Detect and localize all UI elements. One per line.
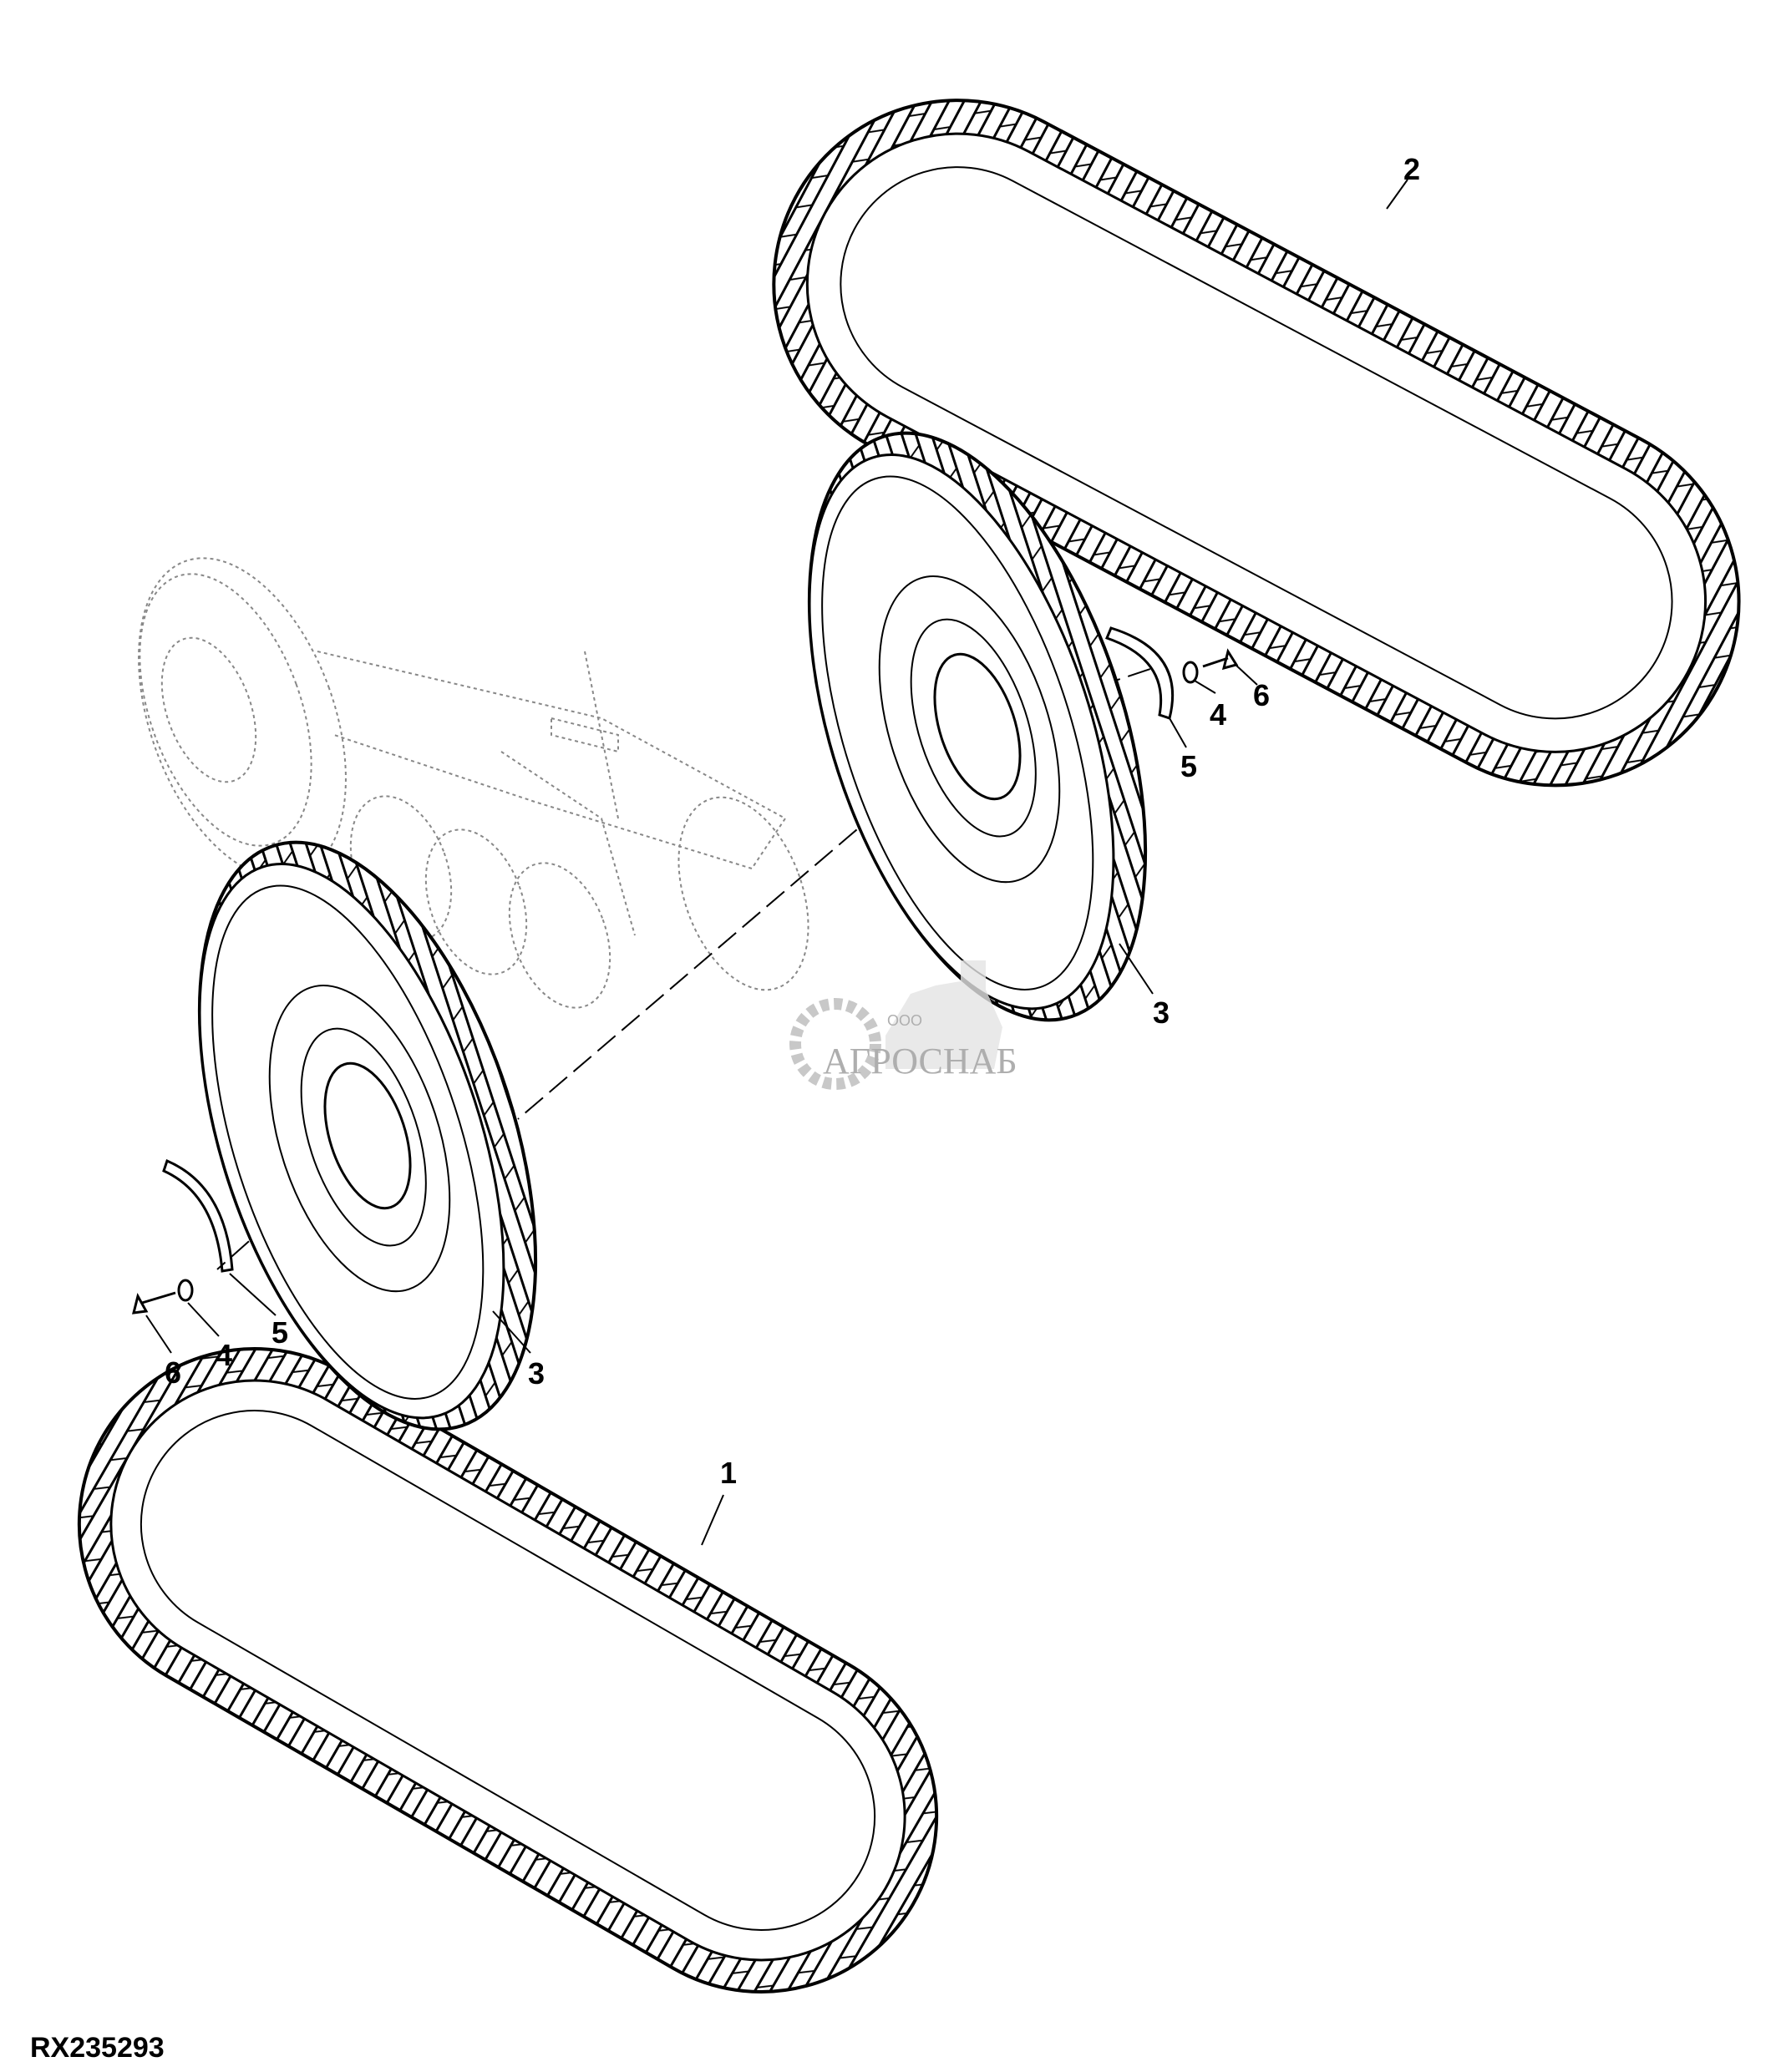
retainer-plate-left <box>162 1158 234 1273</box>
callout-4: 4 <box>1210 697 1226 732</box>
washer-right <box>1182 661 1199 684</box>
rubber-track-left <box>77 1347 939 1993</box>
leader-lines <box>145 179 1408 1546</box>
callout-4: 4 <box>216 1338 232 1372</box>
retainer-plate-right <box>1105 626 1175 720</box>
callout-3: 3 <box>1153 995 1170 1030</box>
watermark-logo: ООО АГРОСНАБ <box>789 960 1017 1090</box>
rubber-track-right <box>772 99 1741 788</box>
callout-5: 5 <box>1180 749 1197 783</box>
watermark-name: АГРОСНАБ <box>823 1041 1017 1082</box>
idler-wheel-left <box>197 840 538 1431</box>
idler-wheel-right <box>807 431 1148 1022</box>
callout-2: 2 <box>1403 152 1420 186</box>
callout-6: 6 <box>165 1355 181 1390</box>
bolt-left <box>132 1291 176 1315</box>
bolt-right <box>1202 648 1239 671</box>
washer-left <box>177 1279 194 1302</box>
callout-6: 6 <box>1253 678 1270 712</box>
callout-3: 3 <box>528 1356 545 1391</box>
callout-5: 5 <box>271 1315 288 1350</box>
watermark-prefix: ООО <box>887 1012 922 1029</box>
callout-1: 1 <box>720 1456 737 1490</box>
figure-id: RX235293 <box>30 2032 165 2064</box>
